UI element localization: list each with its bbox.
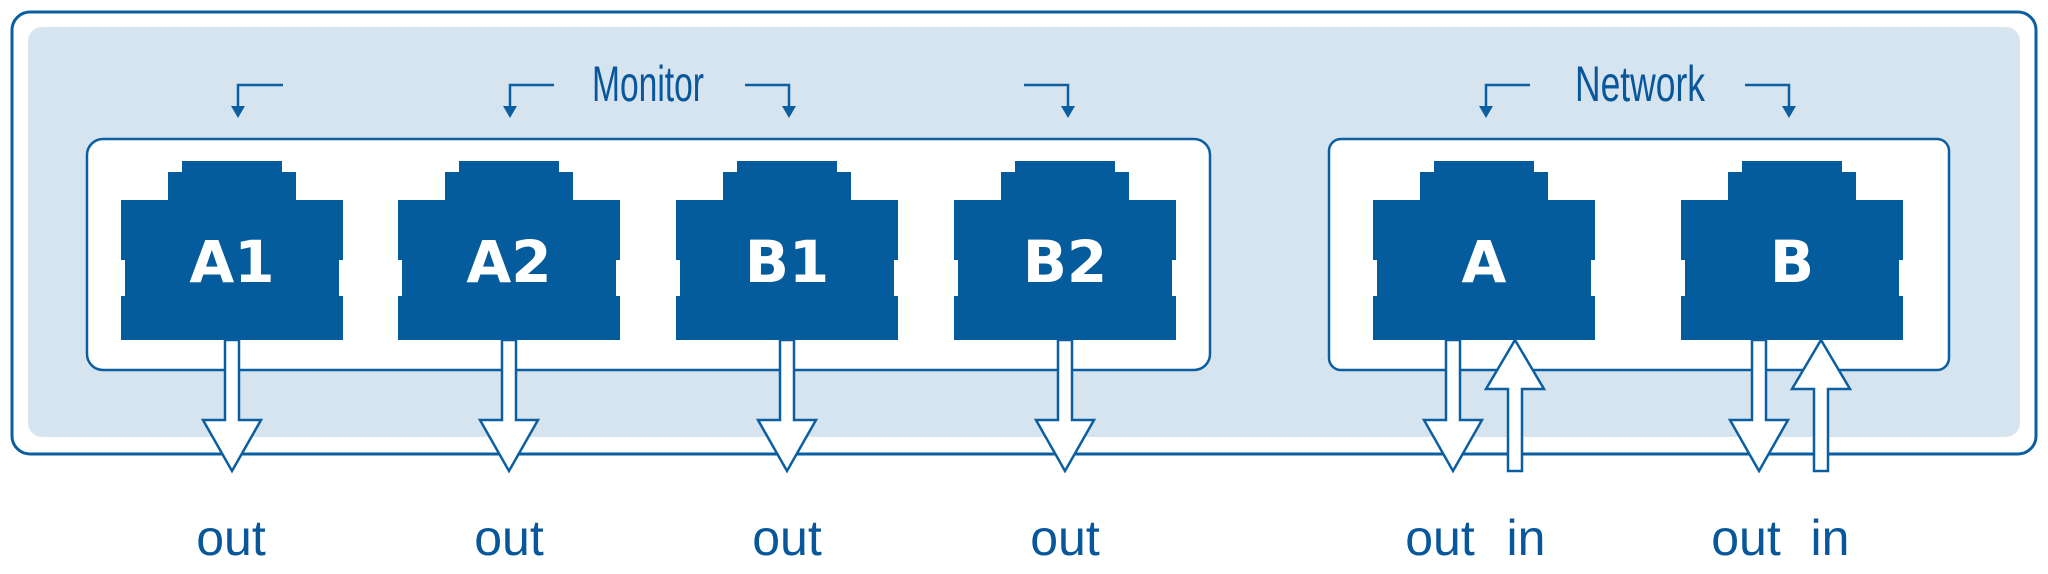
- port-label-a: A: [1462, 228, 1507, 296]
- arrow-up-icon: [1483, 337, 1547, 473]
- rj45-port-icon: A2: [398, 161, 620, 340]
- arrows-layer: [200, 337, 1853, 474]
- out-label-a1: out: [196, 510, 266, 566]
- monitor-port-group: [85, 137, 1212, 372]
- out-label-b2: out: [1030, 510, 1100, 566]
- rj45-port-icon: A1: [121, 161, 343, 340]
- in-label-network-b: in: [1811, 510, 1850, 566]
- in-label-network-a: in: [1507, 510, 1546, 566]
- bracket-arrow-icon: [231, 83, 283, 118]
- port-label-b: B: [1770, 228, 1814, 296]
- port-label-b2: B2: [1023, 228, 1108, 296]
- out-label-network-a: out: [1405, 510, 1475, 566]
- arrow-down-icon: [1727, 338, 1791, 474]
- rj45-port-icon: A: [1373, 161, 1595, 340]
- out-label-a2: out: [474, 510, 544, 566]
- bracket-arrow-icon: [745, 83, 796, 118]
- arrow-up-icon: [1789, 337, 1853, 473]
- rj45-port-icon: B2: [954, 161, 1176, 340]
- bracket-arrow-icon: [1024, 83, 1075, 118]
- arrow-down-icon: [1421, 338, 1485, 474]
- rj45-port-icon: B: [1681, 161, 1903, 340]
- arrow-down-icon: [477, 338, 541, 474]
- direction-labels: out out out out out in out in: [196, 510, 1849, 566]
- network-group-label: Network: [1575, 56, 1706, 112]
- port-label-b1: B1: [745, 228, 830, 296]
- out-label-b1: out: [752, 510, 822, 566]
- arrow-down-icon: [755, 338, 819, 474]
- bracket-arrow-icon: [1479, 83, 1530, 118]
- bracket-arrow-icon: [1745, 83, 1796, 118]
- port-label-a1: A1: [189, 228, 274, 296]
- ports-layer: A1 A2 B1 B2 A B: [121, 161, 1903, 340]
- arrow-down-icon: [1033, 338, 1097, 474]
- monitor-group-label: Monitor: [592, 56, 704, 112]
- rj45-port-icon: B1: [676, 161, 898, 340]
- port-label-a2: A2: [466, 228, 551, 296]
- brackets-layer: [231, 83, 1796, 118]
- out-label-network-b: out: [1711, 510, 1781, 566]
- arrow-down-icon: [200, 338, 264, 474]
- bracket-arrow-icon: [503, 83, 554, 118]
